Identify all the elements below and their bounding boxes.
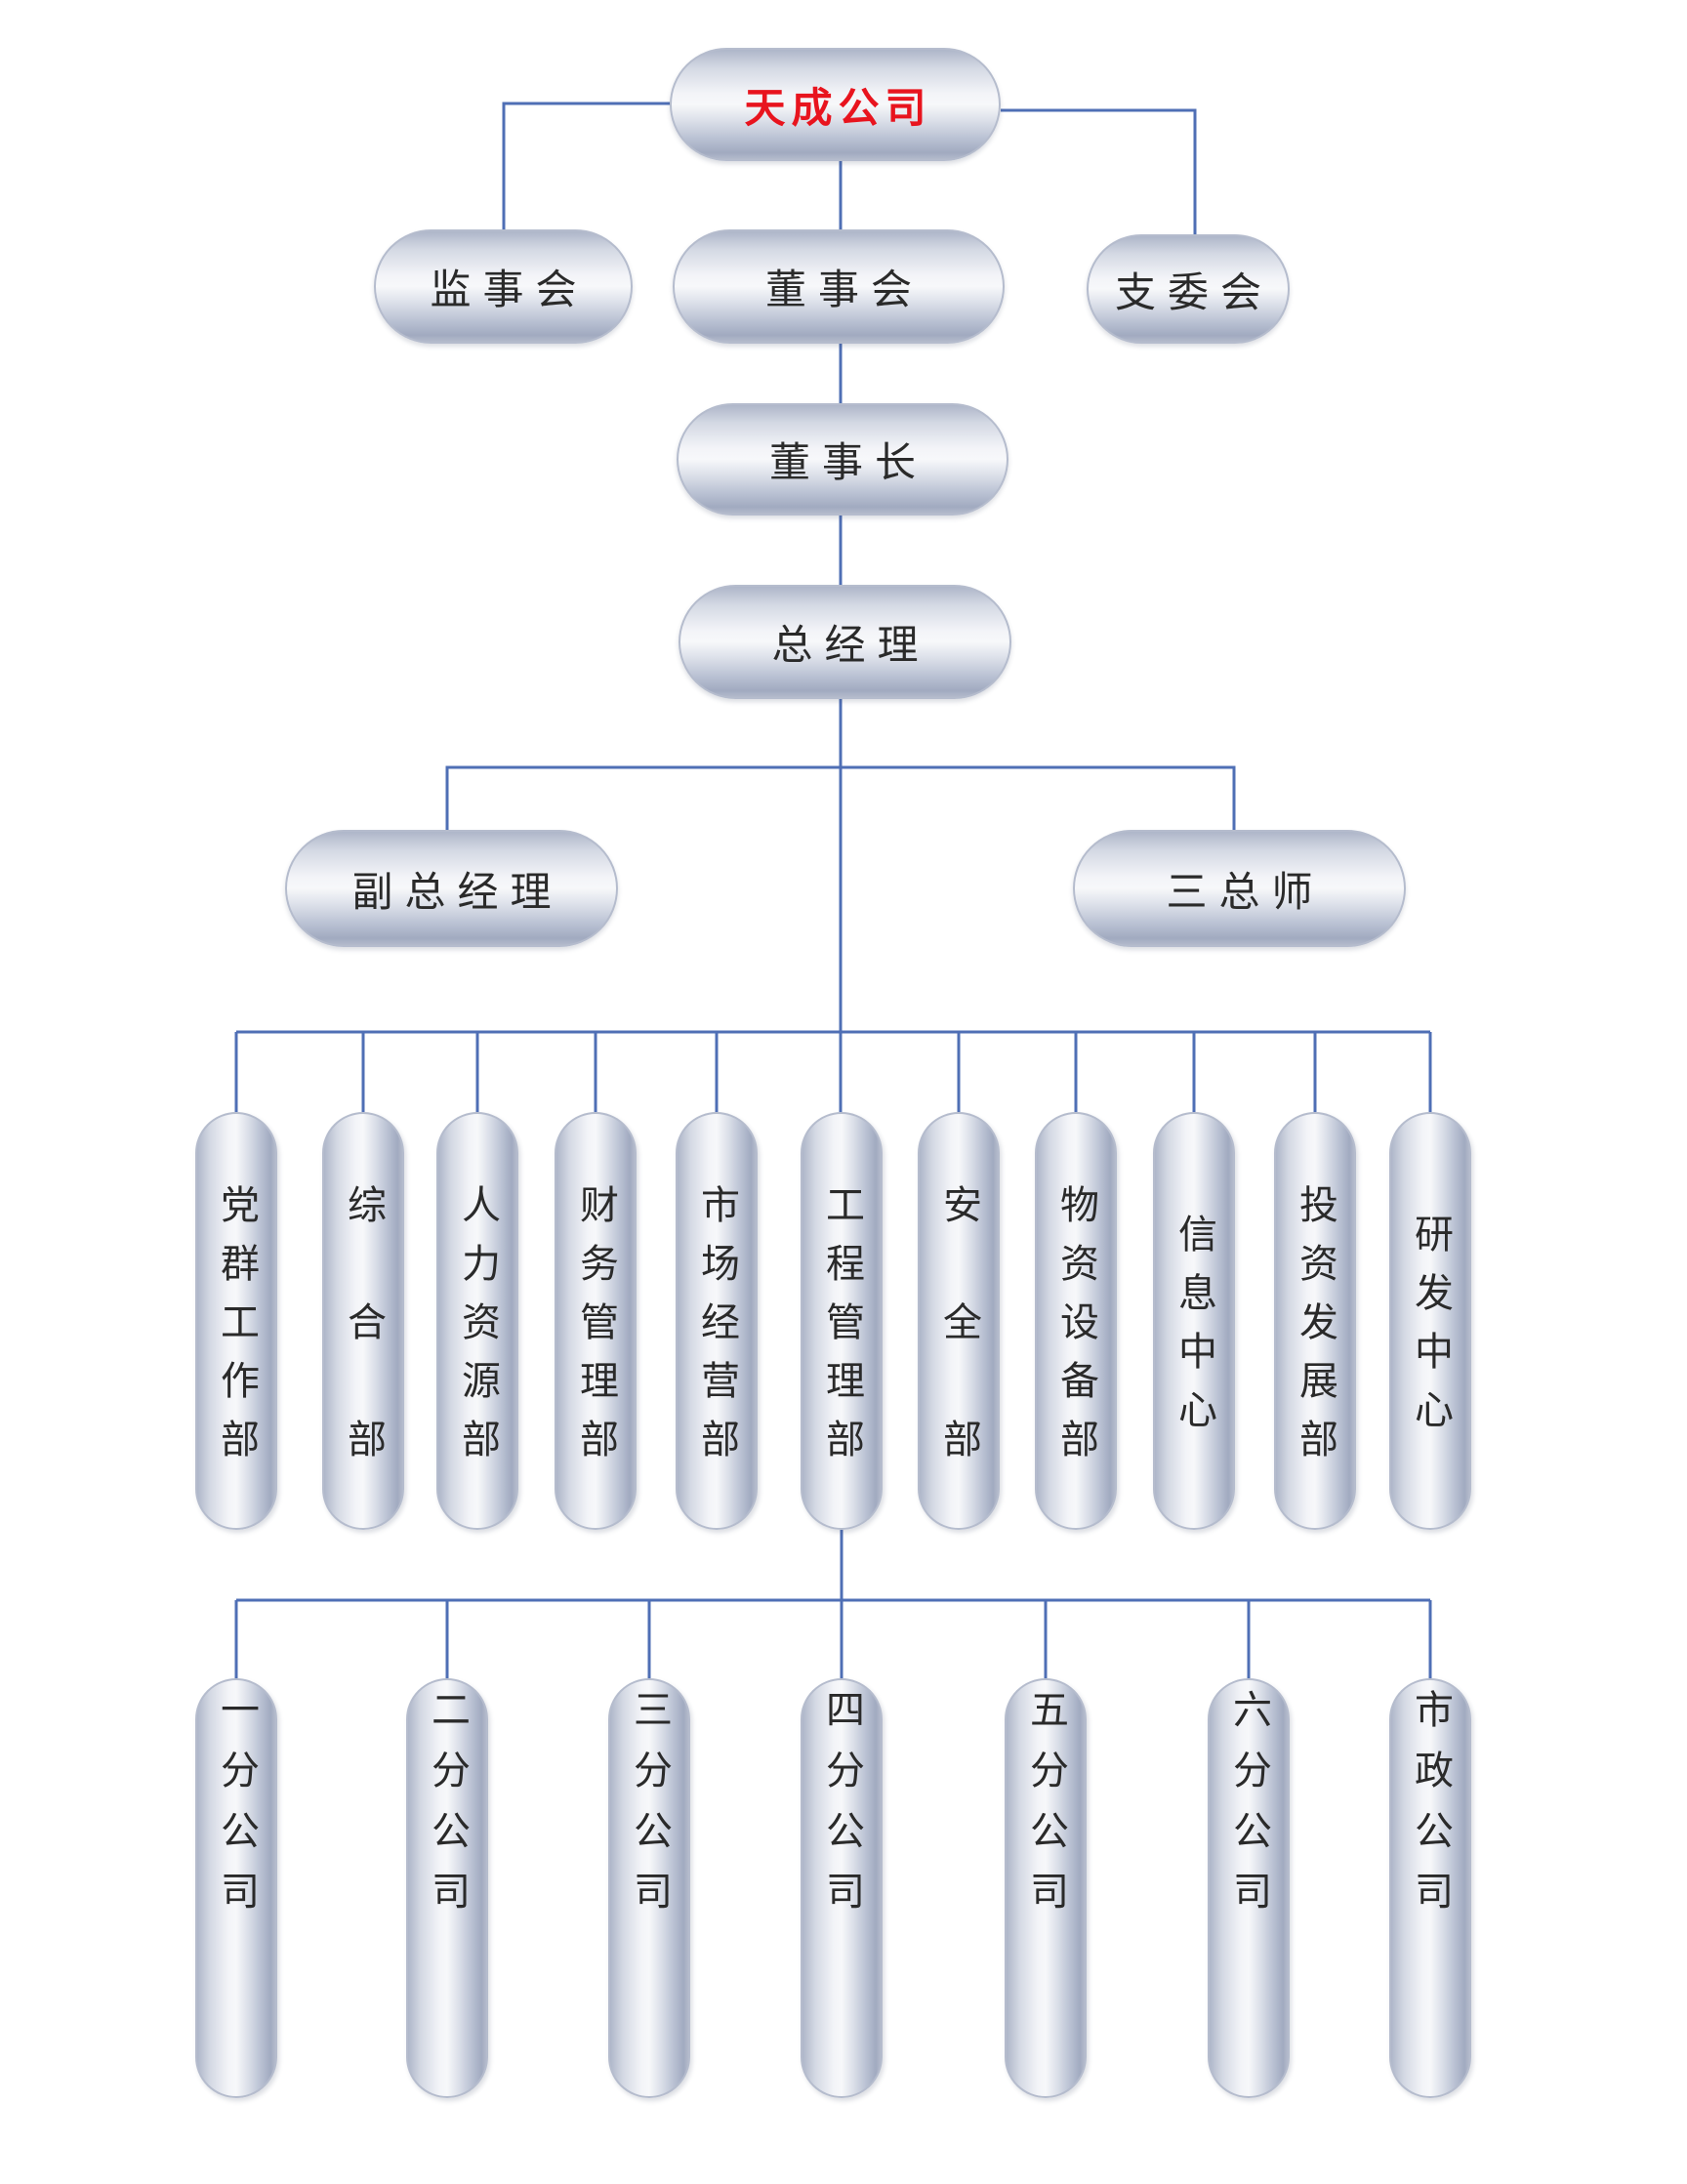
branch-label: 六分公司 [1226,1689,1271,1931]
branch-label: 一分公司 [214,1689,259,1931]
department-label: 工程管理部 [819,1184,864,1477]
department-label: 投资发展部 [1293,1184,1337,1477]
department-node: 综合部 [322,1112,404,1536]
three-chiefs-label: 三总师 [1166,867,1325,916]
department-label: 财务管理部 [573,1184,618,1477]
department-node: 人力资源部 [436,1112,518,1530]
department-label: 信息中心 [1172,1214,1216,1448]
department-node: 投资发展部 [1274,1112,1356,1530]
node-three-chiefs: 三总师 [1073,830,1406,947]
supervisory-board-label: 监事会 [430,266,589,313]
branch-node: 市政公司 [1389,1678,1471,2098]
department-node-engineering: 工程管理部 [801,1112,883,1530]
department-label: 市场经营部 [694,1184,739,1477]
node-party-branch-committee: 支委会 [1087,234,1290,344]
branch-node: 四分公司 [801,1678,883,2098]
branch-node: 一分公司 [195,1678,277,2098]
branch-label: 五分公司 [1023,1689,1068,1931]
department-node: 财务管理部 [555,1112,637,1530]
branch-label: 四分公司 [819,1689,864,1931]
node-deputy-general-manager: 副总经理 [285,830,618,947]
branch-label: 三分公司 [627,1689,672,1931]
department-node: 物资设备部 [1035,1112,1117,1530]
line-gm-to-deputies [445,765,1236,830]
branch-node: 六分公司 [1208,1678,1290,2098]
department-label: 人力资源部 [455,1184,500,1477]
line-company-to-party-committee [1001,108,1197,234]
department-label: 物资设备部 [1053,1184,1098,1477]
department-node: 安全部 [918,1112,1000,1536]
department-label: 党群工作部 [214,1184,259,1477]
department-node: 信息中心 [1153,1112,1235,1530]
chairman-label: 董事长 [768,438,927,486]
branch-label: 二分公司 [425,1689,470,1931]
node-supervisory-board: 监事会 [374,229,633,344]
department-node: 研发中心 [1389,1112,1471,1530]
deputy-general-manager-label: 副总经理 [351,867,563,916]
board-of-directors-label: 董事会 [764,266,924,313]
branch-node: 五分公司 [1005,1678,1087,2098]
branch-node: 三分公司 [608,1678,690,2098]
general-manager-label: 总经理 [771,621,930,669]
department-label: 综合部 [341,1184,386,1536]
branch-node: 二分公司 [406,1678,488,2098]
node-general-manager: 总经理 [679,585,1011,699]
department-label: 安全部 [936,1184,981,1536]
party-branch-committee-label: 支委会 [1114,268,1273,316]
node-chairman: 董事长 [677,403,1008,515]
company-name: 天成公司 [744,83,932,132]
department-node: 市场经营部 [676,1112,758,1530]
node-company: 天成公司 [670,48,1001,161]
branch-label: 市政公司 [1408,1689,1453,1931]
department-label: 研发中心 [1408,1214,1453,1448]
node-board-of-directors: 董事会 [673,229,1005,344]
department-node: 党群工作部 [195,1112,277,1530]
line-company-to-supervisory [502,102,670,229]
